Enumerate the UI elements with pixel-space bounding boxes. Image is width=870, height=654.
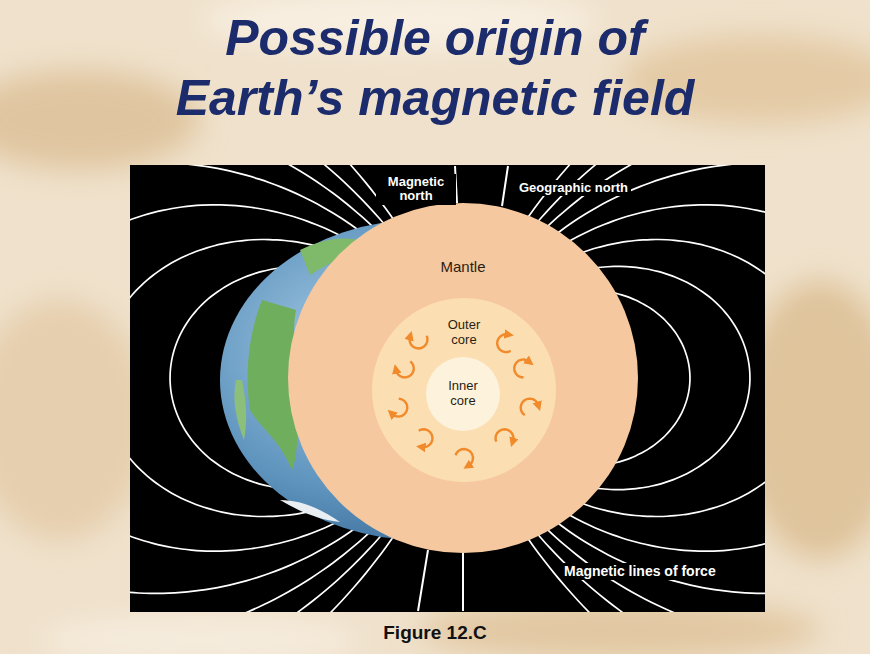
core-layer: Outer coreInner core xyxy=(372,298,556,482)
annotation-label: Magnetic north xyxy=(376,174,456,205)
figure-caption: Figure 12.C xyxy=(0,621,870,645)
core-layer: MantleOuter coreInner core xyxy=(288,203,638,553)
convection-arrow xyxy=(496,429,514,442)
annotation-label: Magnetic lines of force xyxy=(561,563,719,580)
image-panel xyxy=(130,165,765,612)
convection-arrow xyxy=(410,336,428,349)
convection-arrow xyxy=(396,361,414,377)
convection-arrow xyxy=(497,334,510,352)
layer-label: Inner core xyxy=(437,379,489,409)
convection-arrow xyxy=(521,399,539,416)
field-lines xyxy=(130,165,765,612)
convection-arrow xyxy=(419,429,433,447)
convection-arrow xyxy=(391,399,407,417)
convection-arrow xyxy=(514,360,530,378)
annotation-label: Geographic north xyxy=(516,180,631,196)
title: Possible origin of Earth’s magnetic fiel… xyxy=(155,8,715,128)
layer-label: Mantle xyxy=(393,258,533,275)
core-layer: Inner core xyxy=(426,357,500,431)
layer-label: Outer core xyxy=(437,318,491,348)
convection-arrow xyxy=(455,449,472,466)
